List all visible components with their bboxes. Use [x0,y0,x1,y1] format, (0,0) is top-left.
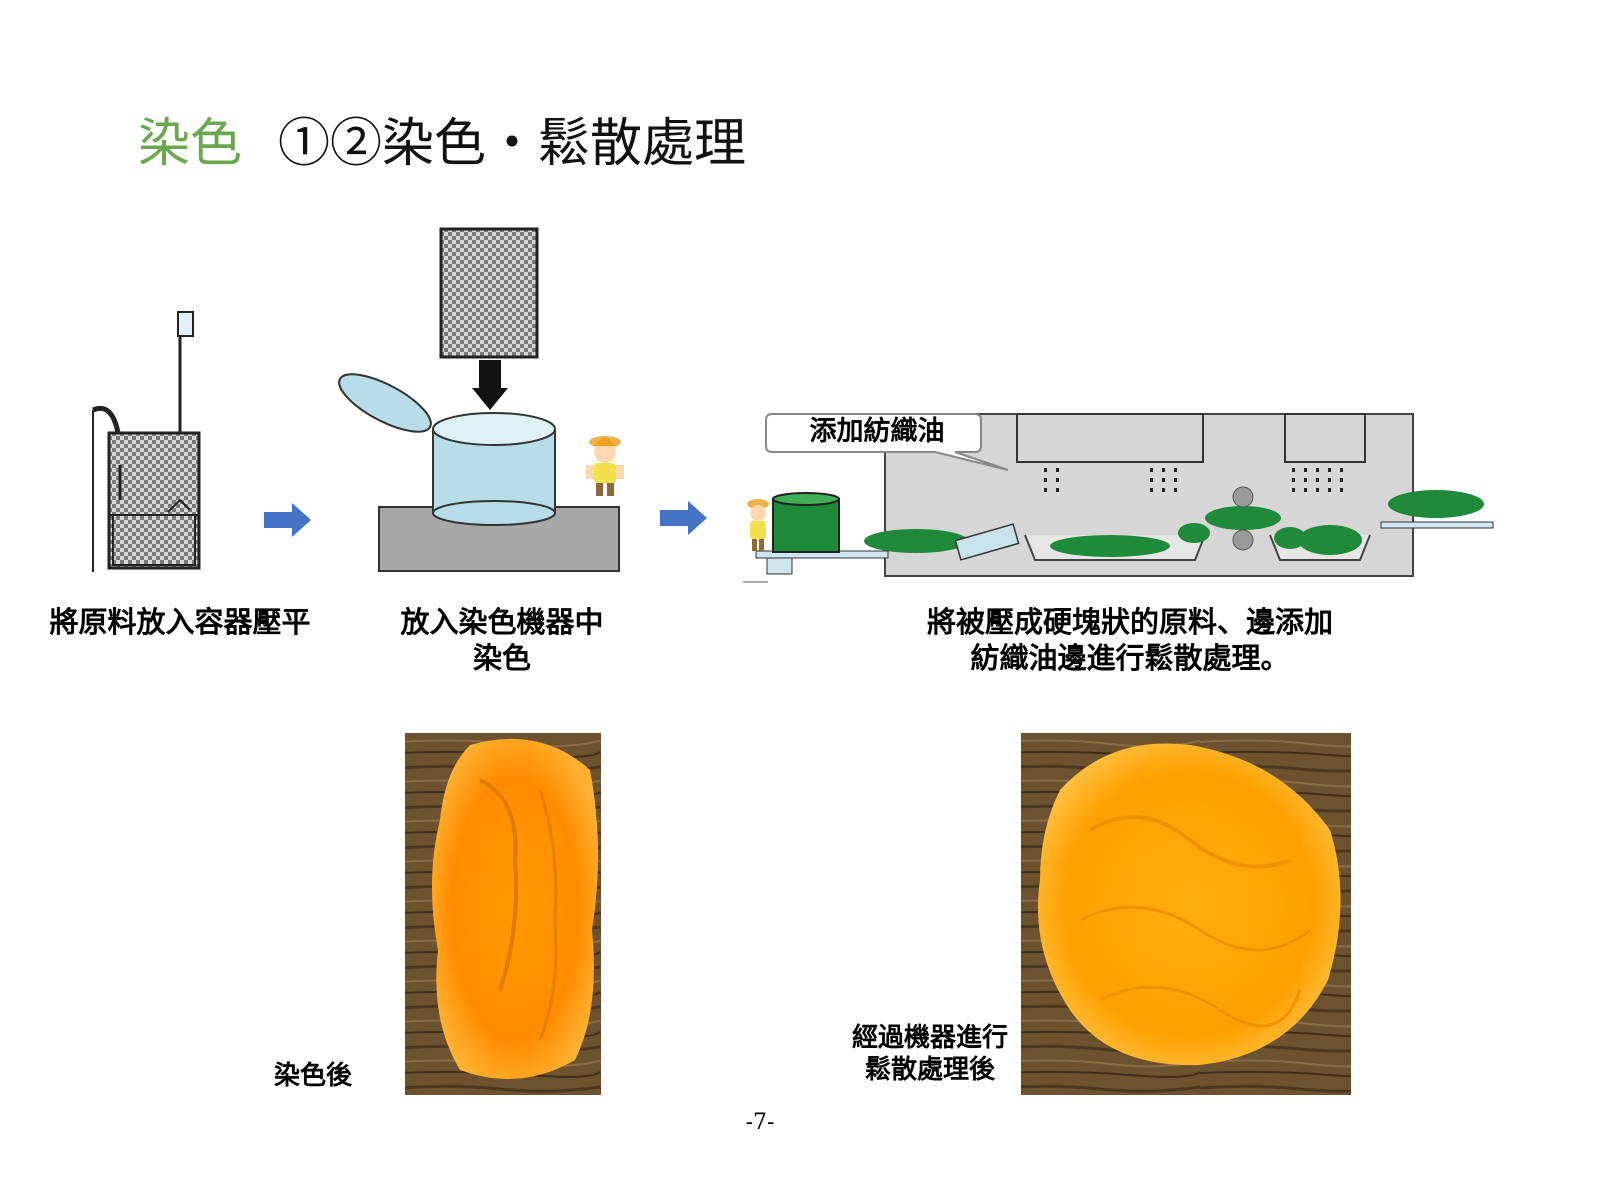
loosening-machine-illustration [743,413,1494,583]
step2-caption-line1: 放入染色機器中 [400,605,604,639]
step3-caption: 將被壓成硬塊狀的原料、邊添加 紡織油邊進行鬆散處理。 [900,604,1360,676]
dyed-photo-caption: 染色後 [273,1061,352,1091]
callout-label: 添加紡織油 [809,416,945,447]
step3-caption-line1: 將被壓成硬塊狀的原料、邊添加 [926,605,1333,639]
arrow-right-icon [264,503,311,537]
title-main: ①②染色‧鬆散處理 [278,114,747,174]
dyeing-machine-illustration [338,227,620,572]
loosened-fiber-photo [1021,733,1351,1095]
loosened-caption-line1: 經過機器進行 [851,1023,1008,1053]
step3-caption-line2: 紡織油邊進行鬆散處理。 [970,641,1290,675]
loosened-caption-line2: 鬆散處理後 [864,1055,995,1085]
page-title: 染色 ①②染色‧鬆散處理 [138,112,746,176]
worker-icon [586,436,624,496]
step1-caption: 將原料放入容器壓平 [49,605,311,639]
container-press-illustration [92,311,201,572]
dyed-fiber-photo [405,733,601,1095]
loosened-photo-caption: 經過機器進行 鬆散處理後 [840,1022,1020,1086]
page-number: -7- [745,1110,775,1135]
step2-caption-line2: 染色 [472,641,531,675]
arrow-right-icon [660,501,707,535]
step2-caption: 放入染色機器中 染色 [382,604,622,676]
title-prefix: 染色 [138,114,243,174]
